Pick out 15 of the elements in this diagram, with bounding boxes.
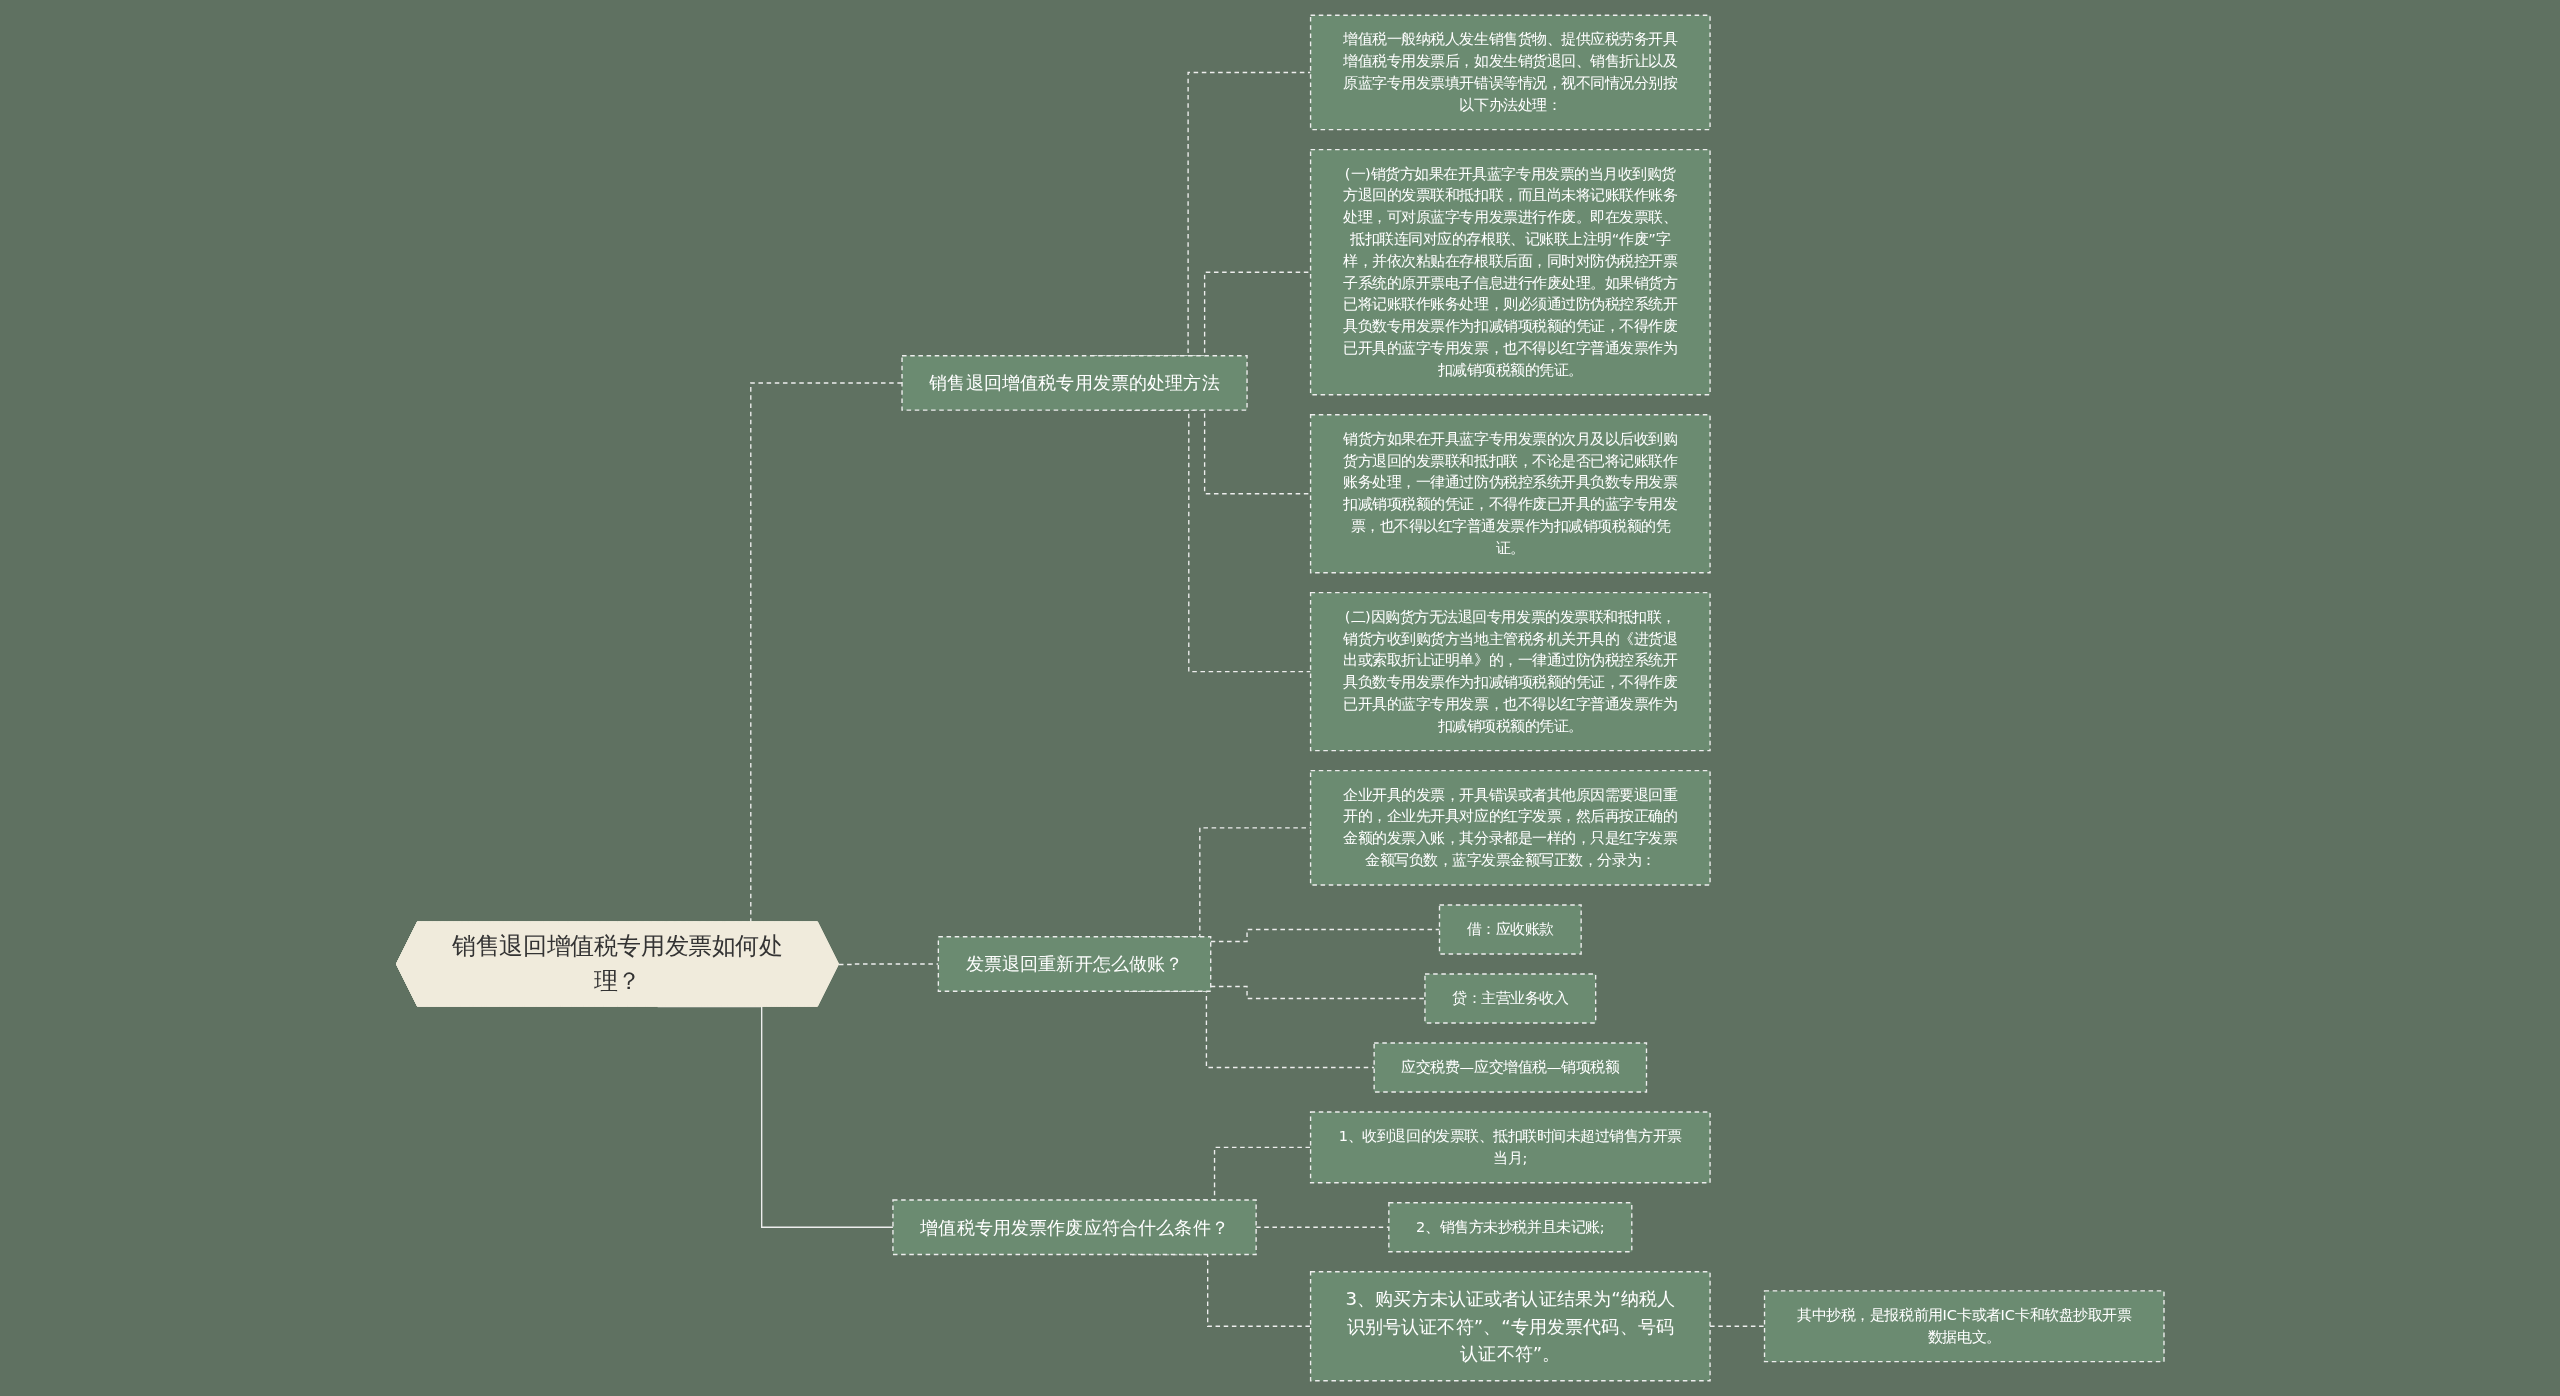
node-box: 发票退回重新开怎么做账？: [937, 936, 1212, 992]
node-box: 3、购买方未认证或者认证结果为“纳税人识别号认证不符”、“专用发票代码、号码认证不符”。: [1309, 1271, 1711, 1382]
node-box: 增值税专用发票作废应符合什么条件？: [892, 1199, 1257, 1256]
node-box: 销货方如果在开具蓝字专用发票的次月及以后收到购货方退回的发票联和抵扣联，不论是否已将记账联作账务处理，一律通过防伪税控系统开具负数专用发票扣减销项税额的凭证，不得作废已开具的蓝字专用发票，也不得以红字普通发票作为扣减销项税额的凭证。: [1309, 414, 1711, 574]
node-box: (一)销货方如果在开具蓝字专用发票的当月收到购货方退回的发票联和抵扣联，而且尚未将记账联作账务处理，可对原蓝字专用发票进行作废。即在发票联、抵扣联连同对应的存根联、记账联上注明“作废”字样，并依次粘贴在存根联后面，同时对防伪税控开票子系统的原开票电子信息进行作废处理。如果销货方已将记账联作账务处理，则必须通过防伪税控系统开具负数专用发票作为扣减销项税额的凭证，不得作废已开具的蓝字专用发票，也不得以红字普通发票作为扣减销项税额的凭证。: [1309, 148, 1711, 396]
node-box: (二)因购货方无法退回专用发票的发票联和抵扣联，销货方收到购货方当地主管税务机关开具的《进货退出或索取折让证明单》的，一律通过防伪税控系统开具负数专用发票作为扣减销项税额的凭证，不得作废已开具的蓝字专用发票，也不得以红字普通发票作为扣减销项税额的凭证。: [1309, 592, 1711, 752]
node-box: 借：应收账款: [1438, 904, 1582, 955]
node-box: 企业开具的发票，开具错误或者其他原因需要退回重开的，企业先开具对应的红字发票，然后再按正确的金额的发票入账，其分录都是一样的，只是红字发票金额写负数，蓝字发票金额写正数，分录为：: [1309, 769, 1711, 886]
node-box: 增值税一般纳税人发生销售货物、提供应税劳务开具增值税专用发票后，如发生销货退回、销售折让以及原蓝字专用发票填开错误等情况，视不同情况分别按以下办法处理：: [1309, 14, 1711, 131]
node-box: 其中抄税，是报税前用IC卡或者IC卡和软盘抄取开票数据电文。: [1763, 1290, 2165, 1363]
node-box: 贷：主营业务收入: [1424, 973, 1597, 1024]
node-box: 销售退回增值税专用发票的处理方法: [901, 355, 1248, 411]
node-box: 1、收到退回的发票联、抵扣联时间未超过销售方开票当月;: [1309, 1111, 1711, 1184]
node-box: 应交税费—应交增值税—销项税额: [1373, 1042, 1648, 1093]
node-box: 2、销售方未抄税并且未记账;: [1388, 1202, 1633, 1253]
